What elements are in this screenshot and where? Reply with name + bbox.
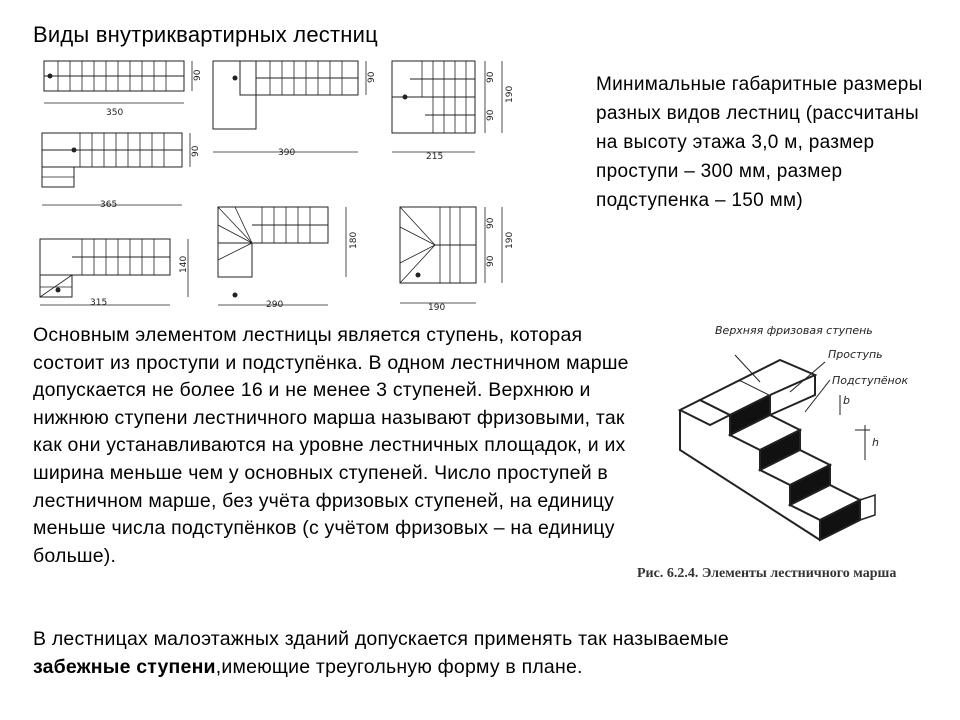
dim-p5-depth: 140 (179, 256, 189, 273)
dim-p7-depth1: 90 (486, 217, 496, 229)
winder-text-before: В лестницах малоэтажных зданий допускает… (33, 628, 729, 650)
label-frieze-step: Верхняя фризовая ступень (715, 324, 873, 337)
stair-flight-figure: Верхняя фризовая ступень Проступь Подсту… (677, 324, 908, 542)
plan-l-390 (212, 60, 367, 153)
winder-steps-text: В лестницах малоэтажных зданий допускает… (33, 626, 793, 681)
main-text-block: Основным элементом лестницы является сту… (33, 322, 633, 570)
dim-p5-width: 315 (90, 298, 107, 308)
dim-p3-depth2: 90 (486, 109, 496, 121)
page-title: Виды внутриквартирных лестниц (33, 22, 378, 47)
plan-winder-290 (217, 206, 347, 306)
plan-straight-350 (43, 60, 193, 104)
dim-p7-width: 190 (428, 303, 445, 313)
dim-p1-width: 350 (106, 108, 123, 118)
plan-l-315 (39, 238, 189, 306)
label-h: h (872, 436, 879, 449)
dim-p1-depth: 90 (193, 69, 203, 81)
plan-u-190 (399, 206, 503, 304)
winder-text-after: ,имеющие треугольную форму в плане. (215, 655, 583, 678)
figure-caption: Рис. 6.2.4. Элементы лестничного марша (637, 566, 897, 581)
stair-plans-diagram: 350 90 390 90 215 90 90 190 365 90 315 1… (39, 60, 515, 313)
dim-p4-width: 365 (100, 200, 117, 210)
main-paragraph: Основным элементом лестницы является сту… (33, 324, 629, 567)
dim-p2-width: 390 (278, 148, 295, 158)
dim-p6-width: 290 (266, 300, 283, 310)
dim-p2-depth: 90 (367, 71, 377, 83)
dimensions-note: Минимальные габаритные размеры разных ви… (596, 74, 923, 211)
label-riser: Подступёнок (832, 374, 908, 387)
dim-p3-total: 190 (505, 86, 515, 103)
winder-text-bold: забежные ступени (33, 655, 216, 678)
plan-u-215 (391, 60, 503, 153)
plan-l-365 (41, 132, 191, 206)
dim-p3-width: 215 (426, 152, 443, 162)
label-b: b (843, 394, 850, 407)
dim-p3-depth1: 90 (486, 71, 496, 83)
dim-p7-total: 190 (505, 232, 515, 249)
dim-p6-depth: 180 (349, 232, 359, 249)
label-tread: Проступь (828, 348, 883, 361)
dim-p7-depth2: 90 (486, 255, 496, 267)
dim-p4-depth: 90 (191, 145, 201, 157)
